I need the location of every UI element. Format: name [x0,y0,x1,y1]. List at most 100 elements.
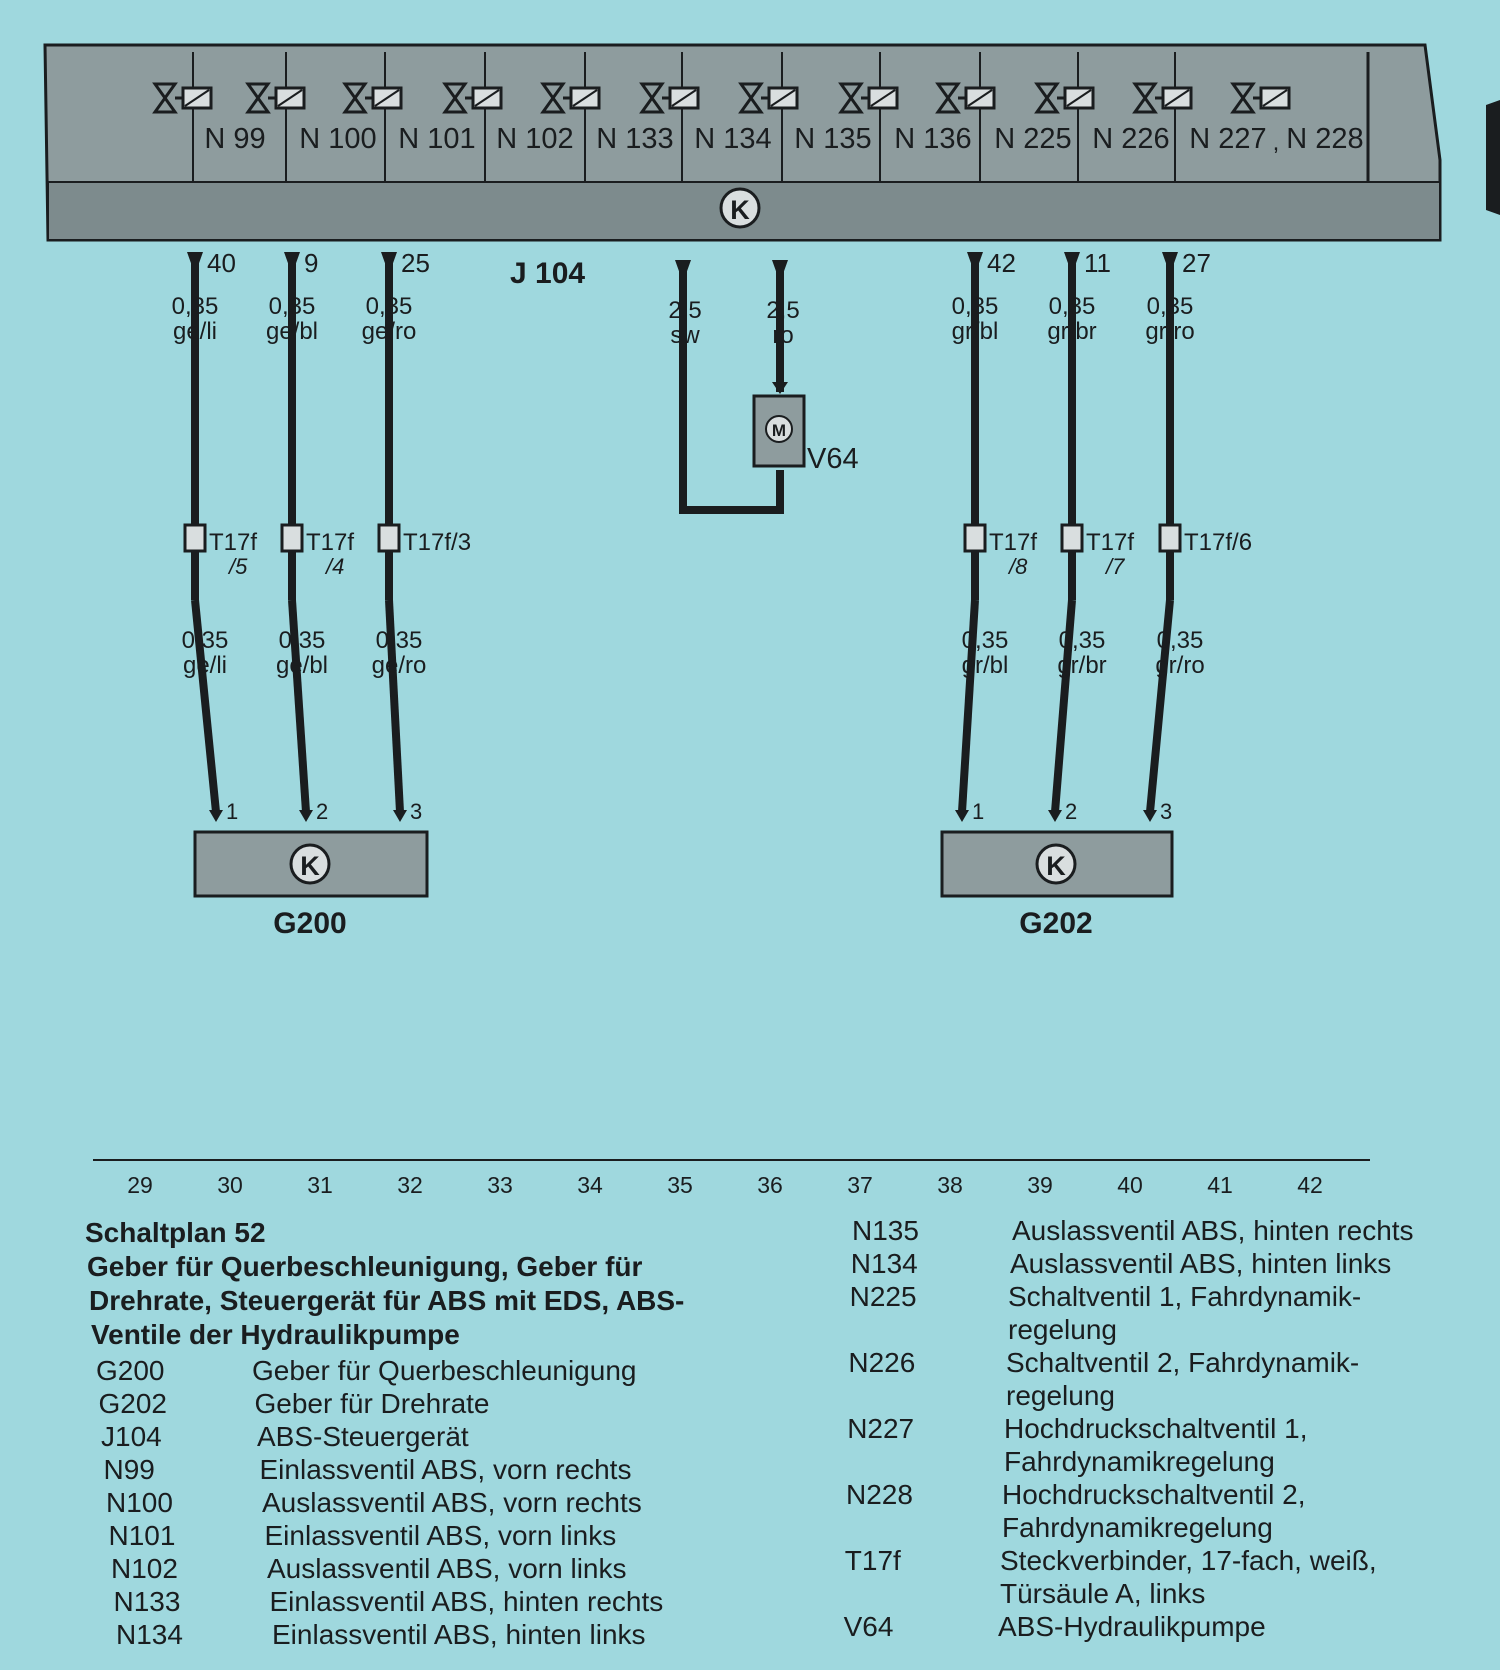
ruler-number: 41 [1207,1172,1233,1198]
valve-label: N 100 [299,123,376,155]
connector-icon [183,523,207,553]
wire-terminal-icon [187,252,203,266]
ruler-number: 36 [757,1172,783,1198]
wire-color-lower: ge/li [183,652,227,679]
ruler-number: 32 [397,1172,423,1198]
connector-icon [963,523,987,553]
solenoid-valve-icon [1230,82,1291,114]
wire-color: gr/br [1047,318,1096,345]
pump-wire-ro-color: ro [772,322,793,349]
sensor-wires: 400,35ge/liT17f/50,35ge/li190,35ge/blT17… [172,248,1252,824]
connector-icon [1158,523,1182,553]
sensor-g200-label: G200 [273,907,346,940]
wire-size: 0,35 [172,293,219,320]
ground-symbol-icon [719,187,761,229]
solenoid-valve-icon [838,82,899,114]
wire-color: ge/ro [362,318,417,345]
hydraulic-pump: 2,5 sw 2,5 ro M V64 [668,260,859,514]
connector-suffix: /4 [324,554,344,579]
sensor-pin-number: 1 [226,799,238,824]
pump-wire-sw-color: sw [670,322,700,349]
valve-label: N 136 [894,123,971,155]
wire-line [288,599,310,813]
wire-pin-number: 9 [304,248,318,278]
connector-label: T17f [209,529,257,556]
sensor-pin-number: 3 [1160,799,1172,824]
wire-end-arrow-icon [955,810,969,822]
ruler-number: 37 [847,1172,873,1198]
ruler-number: 33 [487,1172,513,1198]
wire-color-lower: gr/br [1057,652,1106,679]
wire-line [958,599,979,813]
pump-wire-ro-arrow-icon [772,382,788,394]
wire-size: 0,35 [269,293,316,320]
valve-label: N 226 [1092,123,1169,155]
solenoid-valve-icon [152,82,213,114]
continuation-arrow-icon [1486,100,1500,215]
ruler-number: 42 [1297,1172,1323,1198]
valve-label: N 227 [1189,123,1266,155]
solenoid-valve-icon [1132,82,1193,114]
wire-size-lower: 0,35 [376,627,423,654]
wire-color-lower: gr/bl [962,652,1009,679]
sensor-g200-symbol: K [300,851,320,881]
wire-size-lower: 0,35 [1059,627,1106,654]
sensor-pin-number: 1 [972,799,984,824]
wire-color: ge/bl [266,318,318,345]
pump-wire-ro-terminal [772,260,788,274]
pump-wire-ro-size: 2,5 [766,297,799,324]
sensor-g202-symbol: K [1046,851,1066,881]
valve-label: N 225 [994,123,1071,155]
wire-terminal-icon [1162,252,1178,266]
wire-terminal-icon [1064,252,1080,266]
wire-end-arrow-icon [1143,810,1157,822]
ground-symbol-label: K [730,195,750,225]
wire-terminal-icon [284,252,300,266]
valve-label: N 102 [496,123,573,155]
wire-end-arrow-icon [209,810,223,822]
wire-line [385,599,404,813]
wire-size-lower: 0,35 [182,627,229,654]
solenoid-valve-icon [342,82,403,114]
connector-label: T17f/6 [1184,529,1252,556]
wire-pin-number: 42 [987,248,1016,278]
ruler-number: 31 [307,1172,333,1198]
solenoid-valve-icon [738,82,799,114]
valve-label: N 101 [398,123,475,155]
sensor-g200-body [193,830,429,898]
solenoid-valve-icon [1034,82,1095,114]
connector-icon [1060,523,1084,553]
connector-label: T17f [989,529,1037,556]
wire-color: gr/ro [1145,318,1194,345]
wire-terminal-icon [967,252,983,266]
ruler-number: 39 [1027,1172,1053,1198]
wire-pin-number: 40 [207,248,236,278]
wire-end-arrow-icon [393,810,407,822]
ruler-number: 34 [577,1172,603,1198]
valve-label: N 99 [204,123,265,155]
connector-suffix: /5 [227,554,248,579]
wire-pin-number: 27 [1182,248,1211,278]
wire-size-lower: 0,35 [279,627,326,654]
wire-line [1051,599,1076,813]
wire-size: 0,35 [1147,293,1194,320]
wire-color-lower: ge/ro [372,652,427,679]
valve-separator: , [1273,129,1280,156]
ruler-number: 29 [127,1172,153,1198]
pump-wire-sw [679,268,784,514]
wire-color-lower: ge/bl [276,652,328,679]
wire-size-lower: 0,35 [962,627,1009,654]
sensor-pin-number: 3 [410,799,422,824]
wire-end-arrow-icon [299,810,313,822]
pump-label: V64 [807,443,859,475]
pump-body [752,394,806,468]
wire-terminal-icon [381,252,397,266]
